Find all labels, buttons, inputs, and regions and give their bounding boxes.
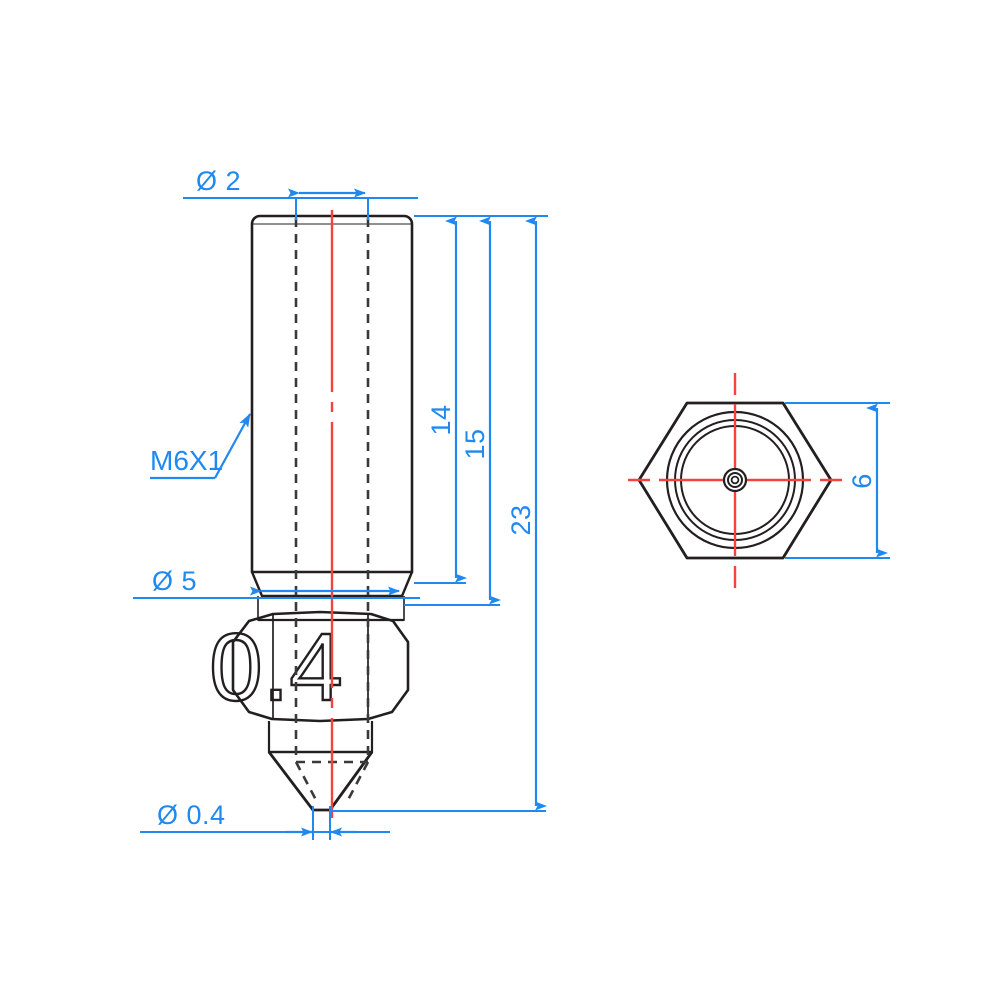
dimension-lengths-group: 14 15 23 — [330, 215, 548, 812]
dim-23-label: 23 — [506, 504, 536, 535]
callout-thread-m6x1: M6X1 — [150, 413, 251, 480]
dimension-orifice: Ø 0.4 — [140, 800, 390, 840]
dim-6-label: 6 — [847, 473, 877, 489]
orifice-circle-outer — [722, 467, 748, 493]
orifice-circle-inner — [730, 475, 740, 485]
front-elevation-view: 0.4 — [133, 166, 548, 840]
callout-thread-label: M6X1 — [150, 445, 223, 476]
dim-orifice-label: Ø 0.4 — [157, 800, 226, 830]
dimension-bore-top: Ø 2 — [183, 166, 418, 220]
dim-bore-top-label: Ø 2 — [196, 166, 241, 196]
dimension-hex-across-flats: 6 — [785, 402, 890, 559]
lower-band-outline — [267, 721, 374, 754]
nozzle-size-text: 0.4 — [209, 614, 342, 721]
orifice-circle-middle — [727, 472, 743, 488]
callout-thread-leader — [214, 413, 251, 479]
nozzle-size-engraving: 0.4 — [208, 613, 344, 722]
end-view-centerlines — [628, 373, 842, 588]
dimension-shank-diameter: Ø 5 — [133, 566, 420, 599]
hex-flats-outline — [231, 610, 410, 723]
dim-14-label: 14 — [426, 404, 456, 435]
conical-tip-outline — [267, 751, 374, 812]
bottom-end-view: 6 — [628, 373, 890, 588]
dim-shank-label: Ø 5 — [152, 566, 197, 596]
dim-15-label: 15 — [460, 428, 490, 459]
